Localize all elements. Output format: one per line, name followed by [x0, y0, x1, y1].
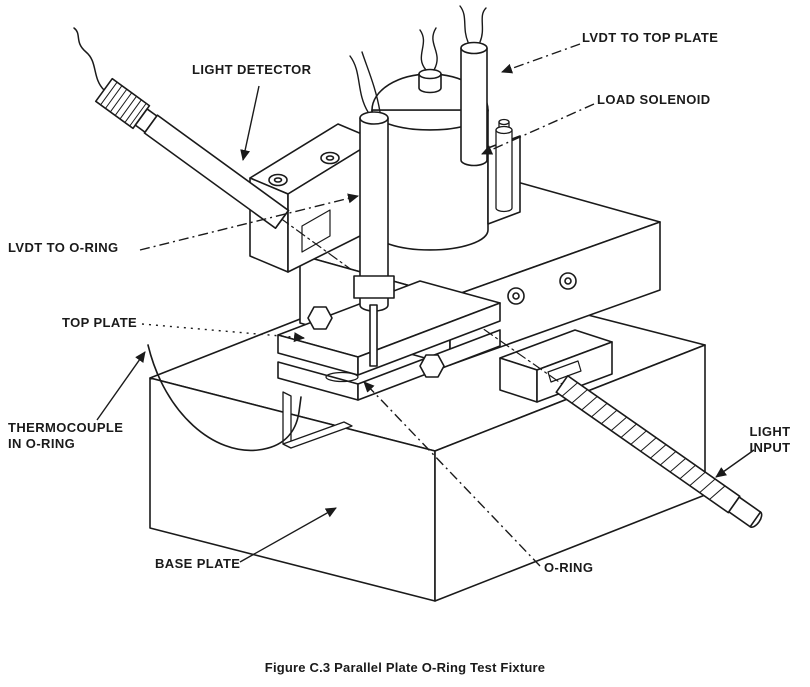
detector-wire — [73, 27, 105, 91]
label-top-plate: TOP PLATE — [62, 315, 138, 330]
label-lvdt-to-o-ring: LVDT TO O-RING — [8, 240, 119, 255]
leader-load-solenoid — [481, 103, 595, 155]
hex-bolt — [419, 354, 445, 378]
label-light-input: LIGHT INPUT — [742, 424, 798, 456]
lower-bracket — [282, 391, 353, 449]
bolt-hole — [268, 173, 288, 187]
label-light-input-line2: INPUT — [749, 440, 791, 455]
hex-bolt — [307, 306, 333, 330]
bolt-hole — [320, 151, 340, 165]
leader-lines — [96, 43, 755, 567]
label-load-solenoid: LOAD SOLENOID — [597, 92, 711, 107]
label-base-plate: BASE PLATE — [155, 556, 241, 571]
leader-light-input — [715, 449, 755, 478]
figure-caption: Figure C.3 Parallel Plate O-Ring Test Fi… — [264, 660, 546, 675]
leader-lvdt-top-plate — [501, 43, 581, 74]
solenoid-wires — [419, 29, 427, 71]
leader-base-plate — [239, 507, 337, 563]
lvdt-wires — [459, 5, 469, 43]
leader-o-ring — [363, 381, 541, 567]
label-thermocouple-line2: IN O-RING — [8, 436, 76, 451]
label-light-detector: LIGHT DETECTOR — [192, 62, 312, 77]
lvdt-top-plate-rod — [459, 5, 488, 167]
leader-lvdt-o-ring — [139, 193, 359, 251]
bolt-hole — [559, 272, 577, 290]
label-thermocouple: THERMOCOUPLE IN O-RING — [8, 420, 123, 452]
rod-collar — [353, 275, 395, 299]
lvdt-wires — [349, 55, 369, 113]
thermocouple-wire — [147, 344, 302, 452]
lvdt-o-ring-rod — [349, 51, 395, 367]
leader-light-detector — [240, 85, 260, 161]
light-input-rod — [483, 328, 763, 528]
top-plate-stack — [277, 280, 501, 401]
label-o-ring: O-RING — [544, 560, 594, 575]
small-guide-rod — [495, 118, 513, 213]
light-detector-probe — [94, 77, 352, 270]
bolt-hole — [507, 287, 525, 305]
label-thermocouple-line1: THERMOCOUPLE — [8, 420, 124, 435]
leader-thermocouple — [96, 351, 146, 421]
light-input-slot-block — [499, 329, 613, 403]
label-lvdt-to-top-plate: LVDT TO TOP PLATE — [582, 30, 719, 45]
label-light-input-line1: LIGHT — [749, 424, 791, 439]
o-ring — [325, 371, 359, 383]
